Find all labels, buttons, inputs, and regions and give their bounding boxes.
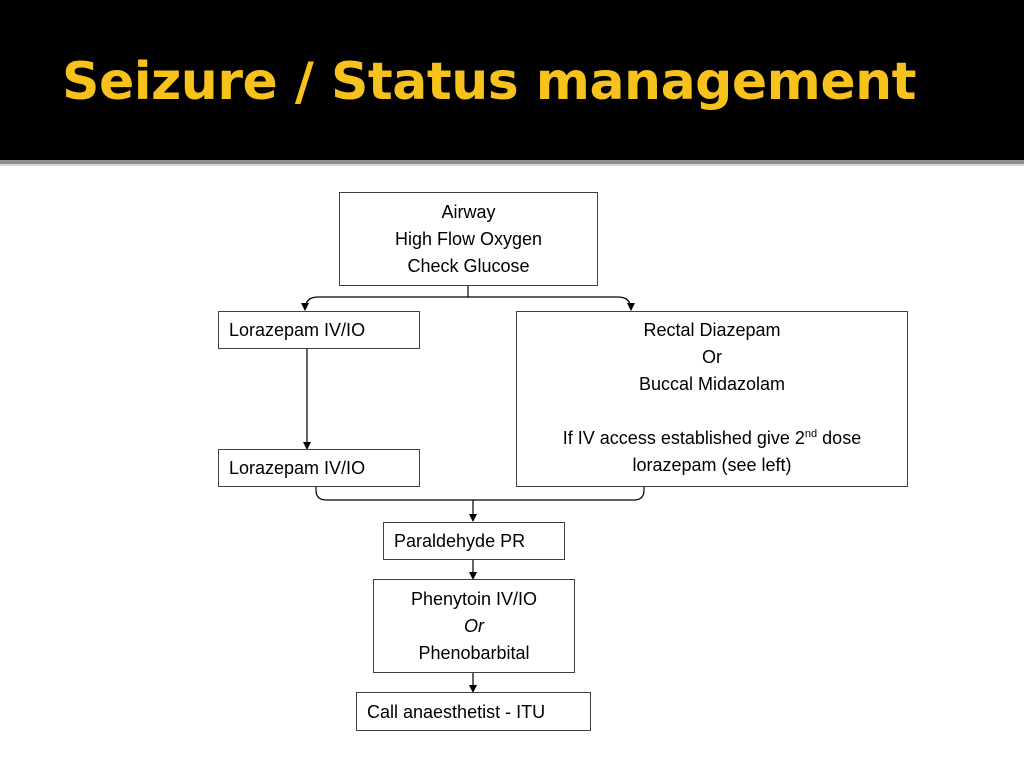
lorazepam-see-left-line: lorazepam (see left) xyxy=(632,455,792,475)
rectal-diazepam-line: Rectal Diazepam xyxy=(643,320,781,340)
split-brace-right xyxy=(468,296,635,311)
blank-line xyxy=(517,398,907,425)
iv-access-suffix: dose xyxy=(817,428,862,448)
iv-access-superscript: nd xyxy=(804,428,818,440)
start-line-glucose: Check Glucose xyxy=(407,256,530,276)
title-divider-highlight xyxy=(0,164,1024,166)
rectal-buccal-box: Rectal Diazepam Or Buccal Midazolam If I… xyxy=(516,311,908,487)
lorazepam-box-1: Lorazepam IV/IO xyxy=(218,311,420,349)
buccal-midazolam-line: Buccal Midazolam xyxy=(638,374,786,394)
split-brace-left xyxy=(301,296,468,311)
paraldehyde-box: Paraldehyde PR xyxy=(383,522,565,560)
or-line: Or xyxy=(702,347,722,367)
lorazepam-label-2: Lorazepam IV/IO xyxy=(229,458,366,478)
paraldehyde-label: Paraldehyde PR xyxy=(394,531,526,551)
title-bar: Seizure / Status management xyxy=(0,0,1024,160)
slide-title: Seizure / Status management xyxy=(62,52,916,112)
phenytoin-or-line: Or xyxy=(464,616,484,636)
anaesthetist-label: Call anaesthetist - ITU xyxy=(367,702,546,722)
anaesthetist-box: Call anaesthetist - ITU xyxy=(356,692,591,731)
phenytoin-box: Phenytoin IV/IO Or Phenobarbital xyxy=(373,579,575,673)
lorazepam-label-1: Lorazepam IV/IO xyxy=(229,320,366,340)
iv-access-line: If IV access established give 2nd dose xyxy=(517,425,907,452)
phenytoin-line: Phenytoin IV/IO xyxy=(410,589,538,609)
merge-brace xyxy=(315,487,645,501)
phenobarbital-line: Phenobarbital xyxy=(418,643,530,663)
lorazepam-box-2: Lorazepam IV/IO xyxy=(218,449,420,487)
start-line-oxygen: High Flow Oxygen xyxy=(394,229,543,249)
start-box: Airway High Flow Oxygen Check Glucose xyxy=(339,192,598,286)
iv-access-prefix: If IV access established give 2 xyxy=(562,428,805,448)
title-divider xyxy=(0,160,1024,164)
start-line-airway: Airway xyxy=(441,202,496,222)
